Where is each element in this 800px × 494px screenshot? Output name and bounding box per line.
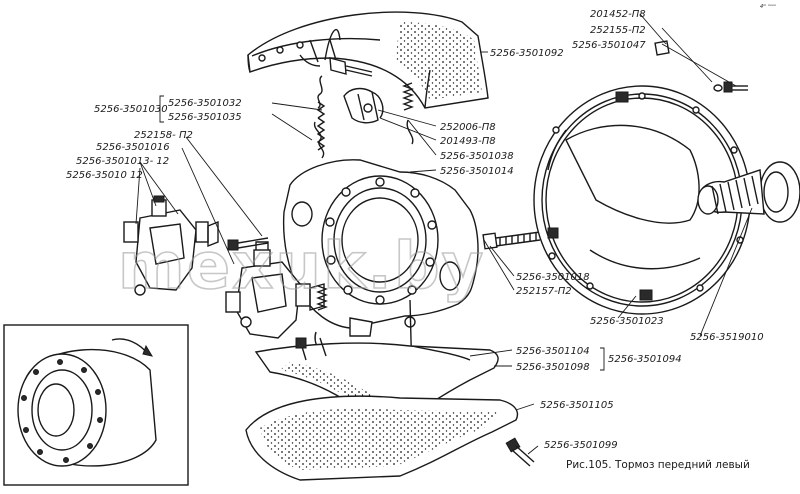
label-3501038: 5256-3501038: [440, 151, 514, 162]
label-3501092: 5256-3501092: [490, 48, 564, 59]
lower-brake-lining: [245, 395, 519, 481]
inset-brake-drum: [3, 324, 189, 486]
spring-clip: [343, 87, 384, 124]
lining-bolt: [505, 437, 535, 467]
watermark-text: mexuk.by: [118, 230, 485, 304]
upper-brake-shoe: [247, 11, 489, 109]
label-3501104: 5256-3501104: [516, 346, 590, 357]
label-252158: 252158- П2: [134, 130, 193, 141]
leader-lines: [135, 13, 753, 455]
label-3501094: 5256-3501094: [608, 354, 682, 365]
label-3501010: 5256-35010 12: [66, 170, 143, 181]
label-3501098: 5256-3501098: [516, 362, 590, 373]
label-3501023: 5256-3501023: [590, 316, 664, 327]
bracket-bolt: [227, 237, 269, 251]
adjusting-bolt: [482, 231, 541, 250]
label-3501014: 5256-3501014: [440, 166, 514, 177]
label-252157: 252157-П2: [516, 286, 572, 297]
label-3501035: 5256-3501035: [168, 112, 242, 123]
dust-shield: [533, 85, 751, 315]
label-252006: 252006-П8: [440, 122, 496, 133]
label-201493: 201493-П8: [440, 136, 496, 147]
wheel-cylinder-right: [225, 241, 325, 339]
part-labels: 201452-П8 252155-П2 5256-3501047 5256-35…: [66, 4, 776, 451]
label-3501105: 5256-3501105: [540, 400, 614, 411]
label-201452: 201452-П8: [590, 9, 646, 20]
figure-caption: Рис.105. Тормоз передний левый: [566, 459, 750, 471]
return-springs: [313, 28, 414, 159]
label-3501016: 5256-3501016: [96, 142, 170, 153]
wheel-cylinder-left: [123, 195, 219, 296]
label-3501018: 5256-3501018: [516, 272, 590, 283]
brake-support-bracket: [282, 159, 479, 337]
shield-bolt: [654, 40, 748, 93]
label-3501032: 5256-3501032: [168, 98, 242, 109]
label-3501099: 5256-3501099: [544, 440, 618, 451]
label-3519010: 5256-3519010: [690, 332, 764, 343]
shoe-bolt: [329, 57, 373, 77]
label-3501013: 5256-3501013- 12: [76, 156, 169, 167]
corner-mark: 4ᵐ ⁿᵒᵒᵒ: [760, 4, 776, 10]
label-3501030: 5256-3501030: [94, 104, 168, 115]
label-3501047: 5256-3501047: [572, 40, 646, 51]
label-252155: 252155-П2: [590, 25, 646, 36]
hub-spindle: [697, 161, 800, 223]
